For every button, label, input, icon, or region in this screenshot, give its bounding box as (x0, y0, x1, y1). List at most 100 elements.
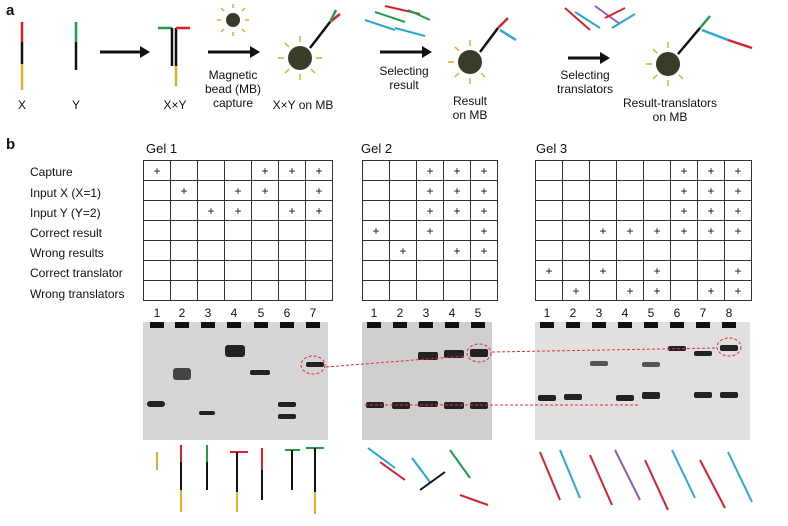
grid-cell: + (224, 180, 252, 201)
grid-cell (251, 280, 279, 301)
grid-cell (362, 200, 390, 221)
grid-cell: + (470, 220, 498, 241)
grid-cell (443, 220, 471, 241)
grid-cell: + (197, 200, 225, 221)
panel-b-label: b (6, 136, 16, 153)
grid-cell: + (670, 200, 698, 221)
grid-cell (643, 180, 671, 201)
grid-cell (170, 280, 198, 301)
grid-cell (670, 240, 698, 261)
grid-row: + + + (362, 220, 498, 241)
grid-cell (535, 160, 563, 181)
grid-cell: + (724, 280, 752, 301)
grid-cell (470, 260, 498, 281)
grid-cell (562, 160, 590, 181)
grid-cell (278, 240, 306, 261)
grid-cell: + (724, 180, 752, 201)
grid-cell: + (389, 240, 417, 261)
grid-cell (697, 240, 725, 261)
grid-cell (197, 280, 225, 301)
grid-cell (389, 280, 417, 301)
lane-number: 4 (621, 306, 629, 320)
grid-cell (470, 280, 498, 301)
lane-number: 1 (370, 306, 378, 320)
grid-cell: + (724, 220, 752, 241)
grid-cell: + (443, 180, 471, 201)
grid-cell (389, 220, 417, 241)
lane-number: 8 (725, 306, 733, 320)
grid-cell: + (643, 280, 671, 301)
grid-cell (389, 200, 417, 221)
grid-cell (562, 180, 590, 201)
grid-cell (251, 220, 279, 241)
grid-cell: + (470, 160, 498, 181)
grid-cell (643, 160, 671, 181)
arrow-2 (208, 46, 260, 58)
grid-cell: + (535, 260, 563, 281)
grid-cell: + (562, 280, 590, 301)
grid-cell (697, 260, 725, 281)
grid-row: +++ (535, 200, 752, 221)
grid-cell (362, 240, 390, 261)
grid-cell (535, 200, 563, 221)
grid-cell: + (362, 220, 390, 241)
step-sel-result-line1: Selecting (379, 64, 429, 78)
band-guides (300, 337, 742, 406)
lane-number: 6 (673, 306, 681, 320)
grid-cell (305, 260, 333, 281)
grid-cell (589, 240, 617, 261)
gel-1-table: ++++++++++++ (143, 160, 333, 301)
step-result-line2: on MB (452, 108, 488, 122)
grid-row: ++++++ (535, 220, 752, 241)
grid-row (535, 240, 752, 261)
lane-number: 7 (309, 306, 317, 320)
lane-number: 3 (204, 306, 212, 320)
grid-cell (562, 240, 590, 261)
grid-cell (170, 200, 198, 221)
bead-result (448, 17, 517, 84)
bead-result-translators (646, 15, 753, 86)
grid-cell: + (143, 160, 171, 181)
grid-cell (197, 260, 225, 281)
gel-2-image (362, 322, 492, 440)
grid-cell (305, 220, 333, 241)
arrow-3 (380, 46, 432, 58)
grid-cell (562, 260, 590, 281)
grid-cell (197, 160, 225, 181)
grid-row: +++++ (535, 280, 752, 301)
grid-cell (224, 260, 252, 281)
grid-cell (362, 180, 390, 201)
gel-bands (147, 345, 738, 419)
grid-cell (197, 240, 225, 261)
grid-cell (224, 240, 252, 261)
lane-number: 4 (448, 306, 456, 320)
step-xy-mb-label: X×Y on MB (272, 98, 334, 112)
arrow-1 (100, 46, 150, 58)
grid-cell (535, 220, 563, 241)
lane-number: 2 (569, 306, 577, 320)
grid-cell: + (616, 280, 644, 301)
grid-cell (589, 160, 617, 181)
grid-cell: + (470, 240, 498, 261)
grid-cell: + (416, 220, 444, 241)
grid-cell (535, 280, 563, 301)
grid-cell: + (697, 200, 725, 221)
arrow-4 (568, 52, 610, 64)
grid-cell (443, 260, 471, 281)
grid-cell: + (697, 180, 725, 201)
lane-number: 3 (595, 306, 603, 320)
bead-small (217, 4, 249, 36)
grid-cell: + (643, 260, 671, 281)
grid-row (362, 280, 498, 301)
step-sel-translators-line1: Selecting (560, 68, 610, 82)
lane-number: 2 (178, 306, 186, 320)
grid-cell: + (416, 180, 444, 201)
step-y-label: Y (71, 98, 81, 112)
grid-cell (670, 280, 698, 301)
step-rt-line1: Result-translators (622, 96, 718, 110)
grid-cell (616, 240, 644, 261)
grid-cell: + (589, 220, 617, 241)
step-sel-result-line2: result (389, 78, 419, 92)
grid-cell (197, 220, 225, 241)
